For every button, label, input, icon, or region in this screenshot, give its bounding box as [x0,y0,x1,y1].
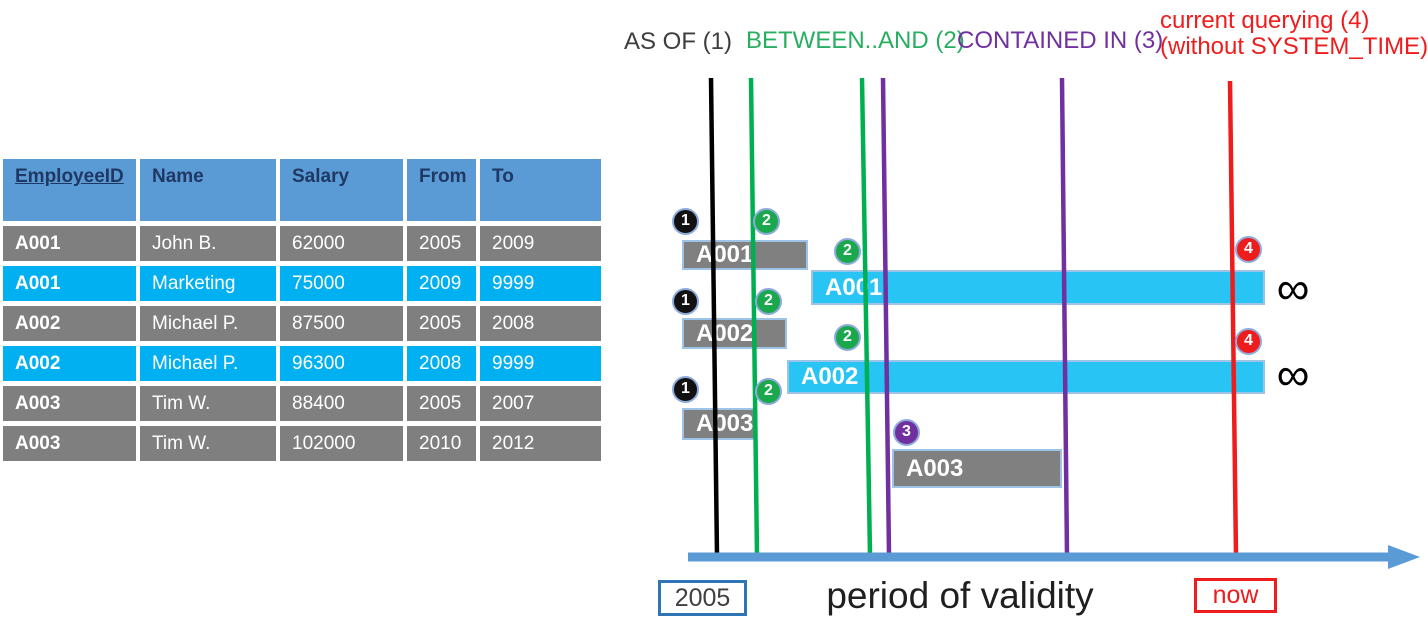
cell-name: Michael P. [140,346,276,381]
cell-to: 2008 [480,306,601,341]
validity-bar-a003-old: A003 [682,408,757,440]
cell-employeeid: A001 [3,226,136,261]
column-header-name: Name [140,159,276,221]
badge-between-2: 2 [753,208,780,235]
infinity-symbol: ∞ [1276,348,1310,400]
badge-between-2: 2 [834,324,861,351]
cell-salary: 87500 [280,306,403,341]
table-row-highlighted: A001 Marketing 75000 2009 9999 [3,266,601,301]
validity-bar-a002-old: A002 [682,318,787,349]
badge-as-of-1: 1 [672,288,699,315]
cell-name: Michael P. [140,306,276,341]
cell-salary: 75000 [280,266,403,301]
time-axis-arrowhead [1388,545,1420,569]
cell-employeeid: A001 [3,266,136,301]
cell-from: 2005 [407,226,476,261]
axis-now-box: now [1194,578,1277,613]
badge-as-of-1: 1 [672,208,699,235]
badge-current-4: 4 [1235,328,1262,355]
badge-between-2: 2 [755,378,782,405]
cell-name: Tim W. [140,386,276,421]
cell-from: 2008 [407,346,476,381]
legend-between-and: BETWEEN..AND (2) [746,27,965,54]
cell-to: 2007 [480,386,601,421]
cell-employeeid: A002 [3,346,136,381]
between-end-line [859,77,873,557]
column-header-salary: Salary [280,159,403,221]
cell-employeeid: A003 [3,386,136,421]
badge-contained-3: 3 [893,419,920,446]
cell-from: 2005 [407,306,476,341]
validity-bar-a001-current: A001 [811,270,1265,305]
contained-end-line [1059,77,1070,557]
cell-from: 2010 [407,426,476,461]
now-line [1227,80,1239,557]
cell-to: 2012 [480,426,601,461]
column-header-from: From [407,159,476,221]
axis-start-year-box: 2005 [658,580,747,616]
badge-as-of-1: 1 [672,376,699,403]
employee-history-table: EmployeeID Name Salary From To A001 John… [0,154,605,466]
validity-bar-a001-old: A001 [682,240,808,270]
between-start-line [748,77,760,557]
cell-name: Tim W. [140,426,276,461]
badge-current-4: 4 [1235,236,1262,263]
cell-employeeid: A003 [3,426,136,461]
legend-current-querying-line2: (without SYSTEM_TIME) [1160,33,1428,60]
cell-from: 2005 [407,386,476,421]
table-row-highlighted: A002 Michael P. 96300 2008 9999 [3,346,601,381]
cell-salary: 88400 [280,386,403,421]
table-row: A001 John B. 62000 2005 2009 [3,226,601,261]
table-header-row: EmployeeID Name Salary From To [3,159,601,221]
table-row: A003 Tim W. 102000 2010 2012 [3,426,601,461]
cell-to: 9999 [480,266,601,301]
cell-to: 9999 [480,346,601,381]
legend-current-querying-line1: current querying (4) [1160,7,1370,34]
column-header-employeeid: EmployeeID [3,159,136,221]
table-row: A003 Tim W. 88400 2005 2007 [3,386,601,421]
cell-from: 2009 [407,266,476,301]
cell-salary: 96300 [280,346,403,381]
axis-title: period of validity [826,575,1094,616]
legend-contained-in: CONTAINED IN (3) [957,27,1164,54]
legend-as-of: AS OF (1) [624,28,733,55]
badge-between-2: 2 [834,238,861,265]
contained-start-line [880,77,892,557]
legend-current-querying: current querying (4) (without SYSTEM_TIM… [1160,8,1428,60]
badge-between-2: 2 [755,288,782,315]
cell-to: 2009 [480,226,601,261]
column-header-to: To [480,159,601,221]
validity-bar-a002-current: A002 [787,360,1265,394]
cell-salary: 62000 [280,226,403,261]
cell-name: Marketing [140,266,276,301]
as-of-line [708,77,720,557]
cell-employeeid: A002 [3,306,136,341]
cell-name: John B. [140,226,276,261]
validity-bar-a003-second: A003 [892,449,1062,488]
infinity-symbol: ∞ [1276,262,1310,314]
table-row: A002 Michael P. 87500 2005 2008 [3,306,601,341]
cell-salary: 102000 [280,426,403,461]
